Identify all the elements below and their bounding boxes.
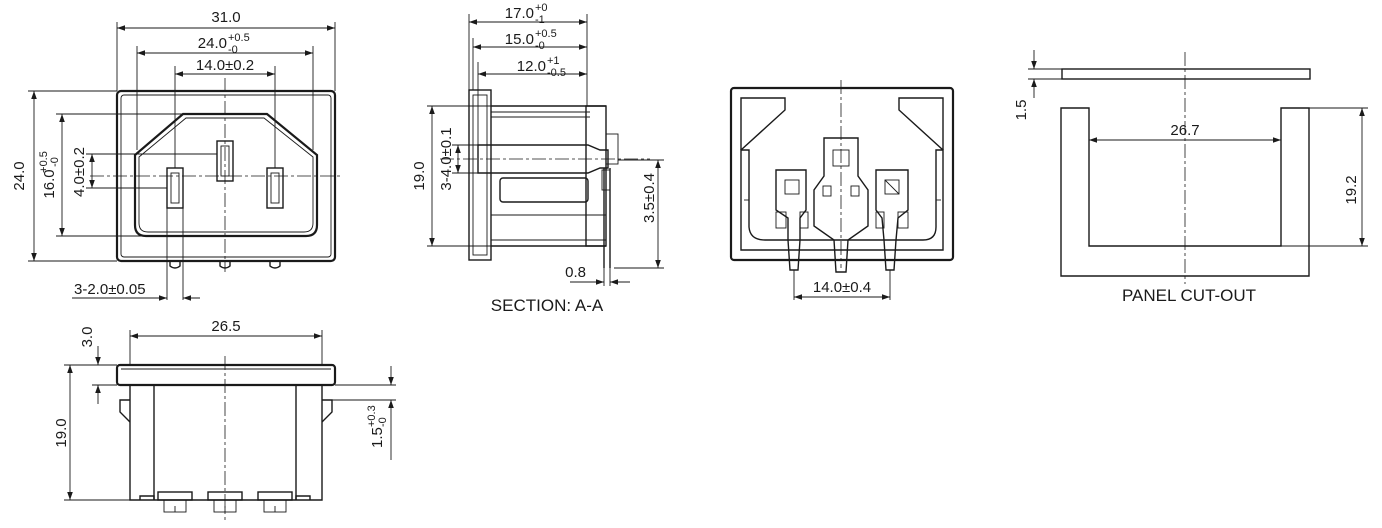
section-flange	[468, 89, 492, 261]
side-view: 26.5 3.0 19.0 1.5 +0.3 -0	[53, 318, 396, 520]
side-width: 26.5	[211, 318, 240, 335]
section-dim-pin-dia: 3-4.0±0.1	[438, 127, 455, 190]
side-clip-tol-lower: -0	[377, 417, 389, 427]
panel-cutout-outline	[1060, 107, 1310, 277]
side-clip-right	[321, 399, 333, 423]
rear-cavity	[740, 149, 944, 251]
section-dim-mid: 15.0	[505, 31, 534, 48]
section-dim-inner-tol-lower: -0.5	[547, 67, 566, 79]
front-height: 24.0	[11, 161, 28, 190]
front-inner-height-tol-lower: -0	[49, 157, 61, 167]
front-inner-height: 16.0	[41, 169, 58, 198]
front-pin-span: 14.0±0.2	[196, 57, 254, 74]
rear-terminal-neutral	[775, 169, 807, 271]
rear-terminal-live	[875, 169, 909, 271]
section-dim-thickness: 0.8	[565, 264, 586, 281]
inlet-cavity	[133, 112, 319, 238]
panel-thickness: 1.5	[1013, 100, 1030, 121]
section-dim-height: 19.0	[411, 161, 428, 190]
section-view: 17.0 +0 -1 15.0 +0.5 -0 12.0 +1 -0.5 19.…	[411, 2, 664, 315]
side-height: 19.0	[53, 418, 70, 447]
front-view: 31.0 24.0 +0.5 -0 14.0±0.2 24.0 16.0 +0.…	[11, 9, 340, 301]
rear-view: 14.0±0.4	[729, 80, 955, 300]
pin-neutral	[166, 167, 184, 209]
front-overall-width: 31.0	[211, 9, 240, 26]
front-inner-width-tol-lower: -0	[228, 44, 238, 56]
side-flange-thickness: 3.0	[79, 327, 96, 348]
section-dim-inner-tol-upper: +1	[547, 55, 560, 67]
side-clip-left	[119, 399, 131, 423]
front-inner-width-tol-upper: +0.5	[228, 32, 250, 44]
section-pin-hatched	[477, 144, 609, 174]
side-clip: 1.5	[369, 427, 386, 448]
front-pin-width: 3-2.0±0.05	[74, 281, 146, 298]
section-dim-top-tol-lower: -1	[535, 14, 545, 26]
front-pin-offset: 4.0±0.2	[71, 147, 88, 197]
front-inner-height-tol-upper: +0.5	[38, 151, 50, 173]
section-rear-wall	[585, 105, 607, 247]
panel-caption: PANEL CUT-OUT	[1122, 286, 1256, 305]
side-clip-tol-upper: +0.3	[366, 405, 378, 427]
rear-outline	[729, 86, 955, 262]
rear-terminal-earth	[813, 137, 869, 273]
front-inner-width: 24.0	[198, 35, 227, 52]
section-dim-pin-len: 3.5±0.4	[641, 173, 658, 223]
rear-pin-span: 14.0±0.4	[813, 279, 871, 296]
section-dim-mid-tol-upper: +0.5	[535, 28, 557, 40]
section-dim-inner: 12.0	[517, 58, 546, 75]
pin-live	[266, 167, 284, 209]
side-flange	[115, 363, 337, 387]
panel-width: 26.7	[1170, 122, 1199, 139]
panel-plate	[1061, 68, 1311, 80]
panel-height: 19.2	[1343, 175, 1360, 204]
section-caption: SECTION: A-A	[491, 296, 604, 315]
panel-cutout-view: 1.5 26.7 19.2 PANEL CUT-OUT	[1013, 50, 1368, 305]
rear-terminals	[775, 137, 909, 273]
section-dim-top-tol-upper: +0	[535, 2, 548, 14]
section-dim-top: 17.0	[505, 5, 534, 22]
section-dim-mid-tol-lower: -0	[535, 40, 545, 52]
